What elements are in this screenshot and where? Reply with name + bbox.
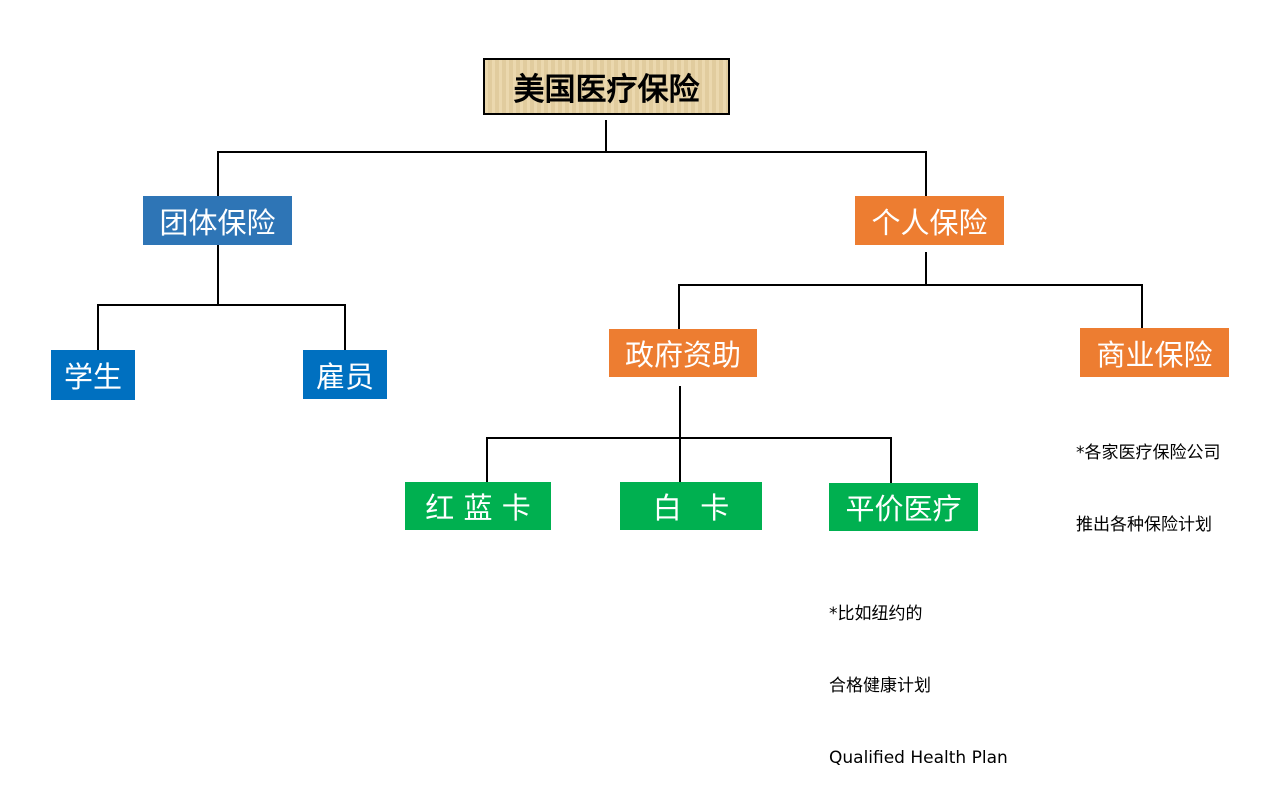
root-node: 美国医疗保险	[483, 58, 730, 115]
connector-government-down	[679, 386, 681, 482]
connector-to-student	[97, 304, 99, 350]
group-insurance-node: 团体保险	[143, 196, 292, 245]
commercial-insurance-node: 商业保险	[1080, 328, 1229, 377]
affordable-care-note: *比如纽约的 合格健康计划 Qualified Health Plan	[829, 554, 1008, 794]
affordable-care-node: 平价医疗	[829, 483, 978, 531]
medicare-node: 红 蓝 卡	[405, 482, 551, 530]
connector-individual-bar	[678, 284, 1143, 286]
connector-to-medicare	[486, 437, 488, 483]
affordable-care-note-line3: Qualified Health Plan	[829, 748, 1008, 768]
connector-to-commercial	[1141, 284, 1143, 330]
connector-root-down	[605, 120, 607, 152]
connector-group-bar	[97, 304, 346, 306]
individual-insurance-node: 个人保险	[855, 196, 1004, 245]
connector-level1-bar	[217, 151, 927, 153]
commercial-note-line2: 推出各种保险计划	[1076, 515, 1212, 535]
connector-group-down	[217, 245, 219, 305]
student-node: 学生	[51, 350, 135, 400]
affordable-care-note-line1: *比如纽约的	[829, 604, 923, 624]
commercial-note-line1: *各家医疗保险公司	[1076, 443, 1221, 463]
connector-to-employee	[344, 304, 346, 350]
commercial-note: *各家医疗保险公司 推出各种保险计划	[1076, 393, 1221, 561]
connector-to-government	[678, 284, 680, 330]
connector-government-bar	[486, 437, 892, 439]
employee-node: 雇员	[303, 350, 387, 399]
affordable-care-note-line2: 合格健康计划	[829, 676, 931, 696]
connector-individual-down	[925, 252, 927, 285]
connector-to-group	[217, 151, 219, 197]
connector-to-medicaid	[890, 437, 892, 483]
connector-to-individual	[925, 151, 927, 197]
medicaid-node: 白 卡	[620, 482, 762, 530]
government-funded-node: 政府资助	[609, 329, 757, 377]
